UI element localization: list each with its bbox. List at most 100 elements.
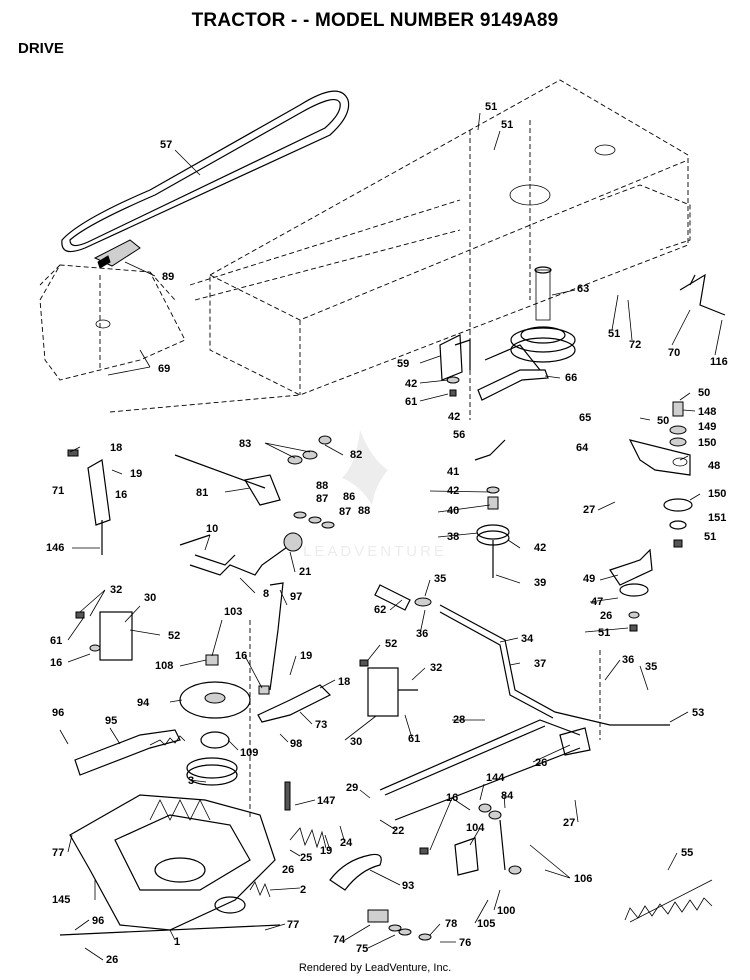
spring-25 — [284, 781, 327, 849]
callout-label: 71 — [52, 485, 64, 497]
callout-label: 16 — [115, 489, 127, 501]
callout-label: 77 — [287, 919, 299, 931]
callout-label: 57 — [160, 139, 172, 151]
callout-label: 70 — [668, 347, 680, 359]
callout-label: 150 — [708, 488, 726, 500]
rod-34 — [374, 584, 670, 726]
callout-label: 72 — [629, 339, 641, 351]
callout-label: 32 — [110, 584, 122, 596]
callout-label: 144 — [486, 772, 505, 784]
callout-label: 93 — [402, 880, 414, 892]
rod-95 — [74, 729, 186, 776]
callout-label: 150 — [698, 437, 716, 449]
callout-label: 52 — [385, 638, 397, 650]
callout-label: 21 — [299, 566, 311, 578]
callout-label: 40 — [447, 505, 459, 517]
bracket-49 — [609, 548, 653, 632]
callout-label: 19 — [320, 845, 332, 857]
lever-66 — [477, 344, 549, 401]
callout-label: 18 — [110, 442, 122, 454]
callout-label: 50 — [657, 415, 669, 427]
callout-label: 42 — [405, 378, 417, 390]
callout-label: 84 — [501, 790, 514, 802]
callout-label: 56 — [453, 429, 465, 441]
callout-label: 19 — [300, 650, 312, 662]
bracket-30-mid — [359, 659, 418, 717]
callout-label: 35 — [434, 573, 446, 585]
bracket-104 — [419, 803, 522, 876]
section-label: DRIVE — [18, 40, 64, 57]
callout-label: 97 — [290, 591, 302, 603]
callout-label: 24 — [340, 837, 353, 849]
callout-label: 18 — [338, 676, 350, 688]
callout-label: 51 — [485, 101, 497, 113]
hose-93 — [329, 853, 382, 891]
callout-label: 94 — [137, 697, 150, 709]
callout-label: 26 — [535, 757, 547, 769]
shift-rod-81 — [174, 435, 335, 529]
idler-arm-48 — [628, 401, 693, 548]
callout-label: 98 — [290, 738, 302, 750]
callout-label: 75 — [356, 943, 368, 955]
callout-label: 63 — [577, 283, 589, 295]
callout-label: 42 — [534, 542, 546, 554]
callout-label: 22 — [392, 825, 404, 837]
callout-label: 74 — [333, 934, 346, 946]
bracket-30-left — [75, 611, 133, 661]
callout-label: 78 — [445, 918, 457, 930]
callout-label: 62 — [374, 604, 386, 616]
callout-label: 30 — [144, 592, 156, 604]
callout-label: 145 — [52, 894, 70, 906]
callout-label: 50 — [698, 387, 710, 399]
callout-label: 38 — [447, 531, 459, 543]
callout-label: 51 — [501, 119, 513, 131]
callout-label: 34 — [521, 633, 534, 645]
callout-label: 49 — [583, 573, 595, 585]
callout-label: 36 — [416, 628, 428, 640]
callout-label: 96 — [52, 707, 64, 719]
bracket-59 — [439, 334, 471, 397]
callout-label: 95 — [105, 715, 117, 727]
callout-label: 10 — [206, 523, 218, 535]
callout-label: 27 — [563, 817, 575, 829]
callout-label: 108 — [155, 660, 173, 672]
callout-label: 47 — [591, 596, 603, 608]
callout-label: 1 — [174, 936, 180, 948]
callout-label: 36 — [622, 654, 634, 666]
page-title: TRACTOR - - MODEL NUMBER 9149A89 — [191, 10, 559, 31]
footer-credit: Rendered by LeadVenture, Inc. — [298, 962, 452, 974]
callout-label: 61 — [408, 733, 420, 745]
callout-label: 61 — [405, 396, 417, 408]
callout-label: 51 — [704, 531, 716, 543]
callout-label: 100 — [497, 905, 515, 917]
callout-label: 51 — [608, 328, 620, 340]
callout-label: 25 — [300, 852, 312, 864]
callout-label: 30 — [350, 736, 362, 748]
reference-lines — [109, 120, 601, 820]
callout-label: 48 — [708, 460, 720, 472]
callout-label: 87 — [339, 506, 351, 518]
callout-label: 32 — [430, 662, 442, 674]
spring-2 — [249, 881, 271, 898]
callout-label: 39 — [534, 577, 546, 589]
callout-label: 61 — [50, 635, 62, 647]
callout-label: 147 — [317, 795, 335, 807]
callout-label: 82 — [350, 449, 362, 461]
belt-guide — [93, 239, 141, 269]
callout-label: 66 — [565, 372, 577, 384]
callout-label: 2 — [300, 884, 306, 896]
callout-label: 16 — [50, 657, 62, 669]
callout-label: 37 — [534, 658, 546, 670]
callout-label: 59 — [397, 358, 409, 370]
spring-rod-70 — [679, 273, 726, 316]
callout-label: 42 — [448, 411, 460, 423]
callout-label: 87 — [316, 493, 328, 505]
callout-label: 51 — [598, 627, 610, 639]
callout-label: 35 — [645, 661, 657, 673]
callout-label: 148 — [698, 406, 716, 418]
callout-label: 27 — [583, 504, 595, 516]
callout-label: 105 — [477, 918, 495, 930]
callout-label: 109 — [240, 747, 258, 759]
front-frame-dashed — [39, 264, 186, 381]
